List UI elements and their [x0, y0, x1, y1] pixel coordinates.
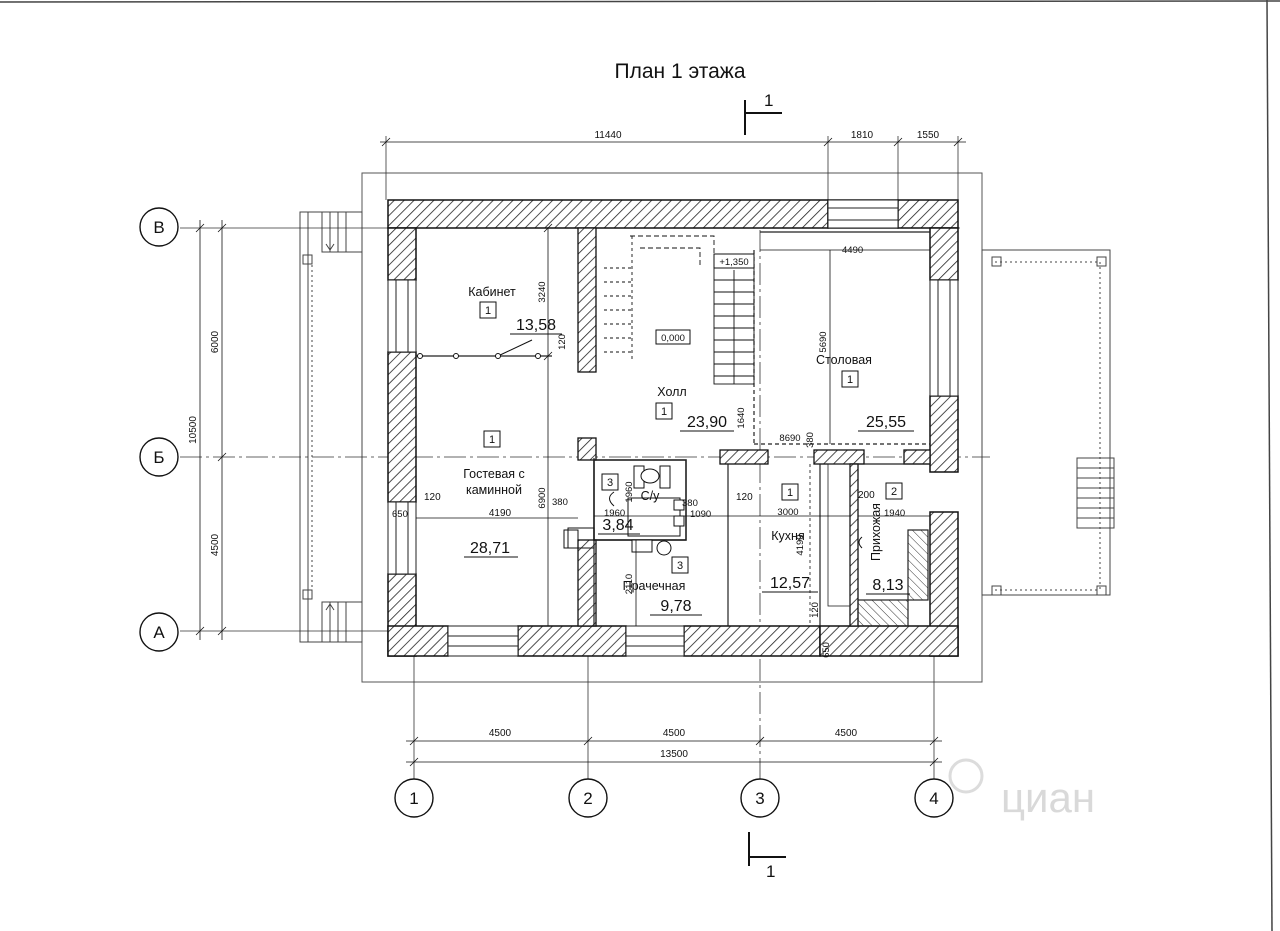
axis-v: В: [153, 218, 164, 237]
dim-380a: 380: [552, 497, 568, 508]
axis-a: А: [153, 623, 165, 642]
hall-level: 0,000: [661, 333, 685, 344]
stair-level-box: [713, 253, 755, 269]
watermark: циан: [1001, 774, 1095, 821]
dim-1960b: 1960: [604, 508, 625, 519]
room-guest-tag-box: [483, 430, 501, 448]
section-mark-bottom-label: 1: [766, 862, 775, 881]
dim-1640: 1640: [736, 407, 747, 428]
dim-top-mid: 1810: [851, 130, 874, 141]
dim-650: 650: [392, 509, 408, 520]
room-cabinet-name: Кабинет: [468, 285, 516, 299]
dim-120d: 120: [810, 602, 821, 618]
hall-level-box: [655, 329, 691, 345]
dimension-lines: [195, 137, 966, 767]
room-hallway-name: Прихожая: [869, 503, 883, 561]
page-title: План 1 этажа: [614, 60, 745, 83]
axis-1: 1: [409, 789, 418, 808]
dim-bottom-3: 4500: [835, 728, 858, 739]
room-cabinet-area: 13,58: [516, 317, 556, 334]
dim-bottom-2: 4500: [663, 728, 686, 739]
room-wc-tag: 3: [607, 477, 613, 489]
dim-380c: 380: [805, 432, 816, 448]
right-terrace: [981, 249, 1115, 596]
axis-4: 4: [929, 789, 938, 808]
room-hallway-tag: 2: [891, 486, 897, 498]
dim-8690: 8690: [779, 433, 800, 444]
room-hall-tag-box: [655, 402, 673, 420]
section-mark-top-label: 1: [764, 91, 773, 110]
windows: [387, 199, 959, 657]
dim-3000: 3000: [777, 507, 798, 518]
dim-6900: 6900: [537, 487, 548, 508]
room-dining-tag: 1: [847, 374, 853, 386]
room-wc-name: С/у: [641, 489, 661, 503]
dim-bottom-total: 13500: [660, 749, 688, 760]
dim-200: 200: [858, 490, 875, 501]
dim-1960a: 1960: [624, 481, 635, 502]
room-dining-area: 25,55: [866, 414, 906, 431]
room-kitchen-tag: 1: [787, 487, 793, 499]
stair-level: +1,350: [719, 257, 748, 268]
room-hall-area: 23,90: [687, 414, 727, 431]
doors: [417, 339, 863, 549]
axis-bubbles: [139, 207, 954, 818]
room-dining-tag-box: [841, 370, 859, 388]
interior-walls: [577, 227, 931, 627]
dim-left-lower: 4500: [210, 533, 221, 556]
section-mark-bottom: [748, 832, 786, 866]
axis-2: 2: [583, 789, 592, 808]
room-cabinet-tag: 1: [485, 305, 491, 317]
dim-120b: 120: [424, 492, 441, 503]
axis-b: Б: [153, 448, 164, 467]
dim-top-main: 11440: [594, 130, 622, 141]
room-guest-area: 28,71: [470, 540, 510, 557]
dim-4490: 4490: [842, 245, 863, 256]
partitions: [416, 231, 930, 627]
exterior-walls: [387, 199, 959, 657]
room-guest-tag: 1: [489, 434, 495, 446]
watermark-logo-icon: [948, 758, 984, 794]
dim-left-total: 10500: [188, 416, 199, 444]
room-kitchen-area: 12,57: [770, 575, 810, 592]
room-kitchen-name: Кухня: [771, 529, 804, 543]
room-hallway-area: 8,13: [872, 577, 903, 594]
room-dining-name: Столовая: [816, 353, 872, 367]
dim-left-upper: 6000: [210, 330, 221, 353]
dim-top-right: 1550: [917, 130, 940, 141]
room-laundry-tag: 3: [677, 560, 683, 572]
room-laundry-tag-box: [671, 556, 689, 574]
dim-3240: 3240: [537, 281, 548, 302]
dim-bottom-1: 4500: [489, 728, 512, 739]
dim-120a: 120: [557, 334, 568, 350]
room-hall-name: Холл: [657, 385, 686, 399]
dim-120c: 120: [736, 492, 753, 503]
room-wc-area: 3,84: [602, 517, 633, 534]
dim-4190a: 4190: [489, 508, 512, 519]
wc-fixtures: [627, 465, 685, 556]
dim-650b: 650: [821, 642, 832, 658]
dim-4190b: 4190: [795, 534, 806, 555]
dim-5690: 5690: [818, 331, 829, 352]
room-laundry-area: 9,78: [660, 598, 691, 615]
room-guest-name-line2: каминной: [466, 483, 522, 497]
room-hallway-tag-box: [885, 482, 903, 500]
section-mark-top: [744, 100, 782, 135]
room-wc-tag-box: [601, 473, 619, 491]
room-cabinet-tag-box: [479, 301, 497, 319]
left-terrace: [299, 211, 363, 643]
room-hall-tag: 1: [661, 406, 667, 418]
dim-380b: 380: [682, 498, 698, 509]
axis-3: 3: [755, 789, 764, 808]
room-kitchen-tag-box: [781, 483, 799, 501]
room-laundry-name: Прачечная: [623, 579, 686, 593]
dim-2110: 2110: [624, 574, 635, 594]
room-guest-name-line1: Гостевая с: [463, 467, 525, 481]
dim-1090: 1090: [690, 509, 711, 520]
dim-1940: 1940: [884, 508, 905, 519]
